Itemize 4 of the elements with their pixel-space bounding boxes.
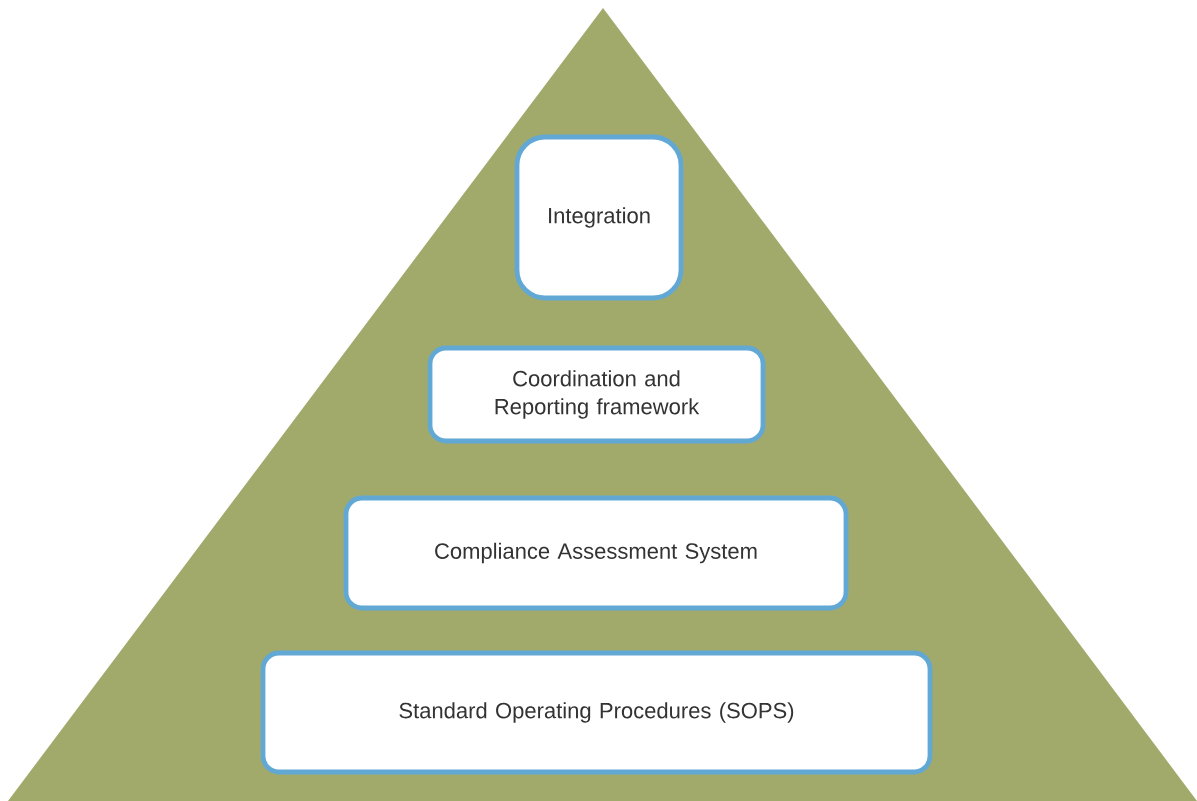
level-box: Standard Operating Procedures (SOPS) bbox=[260, 650, 933, 775]
level-box: Compliance Assessment System bbox=[343, 495, 849, 611]
level-box: Coordination and Reporting framework bbox=[427, 345, 766, 444]
level-box: Integration bbox=[514, 134, 684, 301]
